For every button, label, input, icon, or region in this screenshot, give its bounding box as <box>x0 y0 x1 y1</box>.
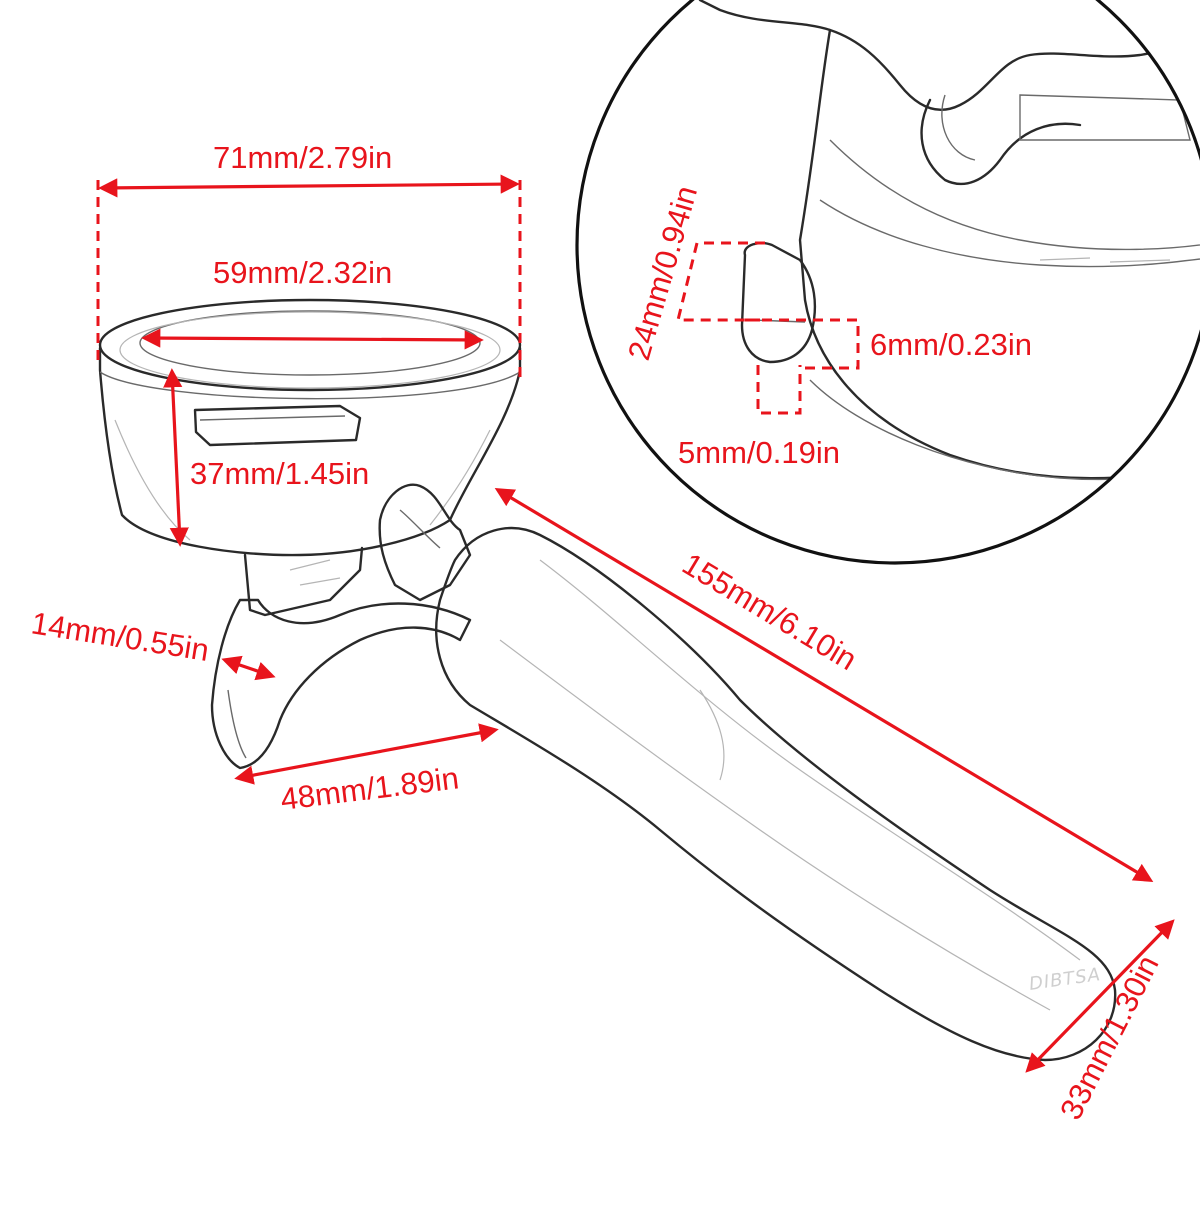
inner-diameter-label: 59mm/2.32in <box>213 255 392 290</box>
basket-depth-label: 37mm/1.45in <box>190 456 369 491</box>
basket-rim-outer <box>98 298 522 392</box>
spout-width-label: 14mm/0.55in <box>29 605 211 668</box>
bayonet-clip <box>378 483 472 602</box>
watermark-text: DIBTSA <box>1028 964 1102 995</box>
spout-group <box>210 546 472 770</box>
basket-ear <box>193 404 362 447</box>
basket-group <box>98 298 522 557</box>
inner-diameter-arrow <box>141 328 484 350</box>
dimension-labels: 71mm/2.79in 59mm/2.32in 37mm/1.45in 14mm… <box>29 140 1166 1125</box>
basket-depth-arrow <box>163 368 189 547</box>
spout-span-label: 48mm/1.89in <box>279 760 461 817</box>
outer-diameter-arrow <box>98 174 520 198</box>
spout-width-arrow <box>221 655 276 681</box>
ear-height-label: 24mm/0.94in <box>621 182 704 364</box>
spout-span-arrow <box>234 723 499 785</box>
handle-width-arrow <box>1025 919 1175 1073</box>
ear-thickness-label: 6mm/0.23in <box>870 327 1032 362</box>
inset-ear <box>740 241 817 364</box>
clip-group <box>378 483 472 602</box>
basket-body <box>98 346 522 557</box>
total-length-arrow <box>494 488 1154 882</box>
outer-diameter-label: 71mm/2.79in <box>213 140 392 175</box>
ear-width-label: 5mm/0.19in <box>678 435 840 470</box>
dimension-lines <box>96 174 1175 1073</box>
spout-arm <box>210 598 472 770</box>
